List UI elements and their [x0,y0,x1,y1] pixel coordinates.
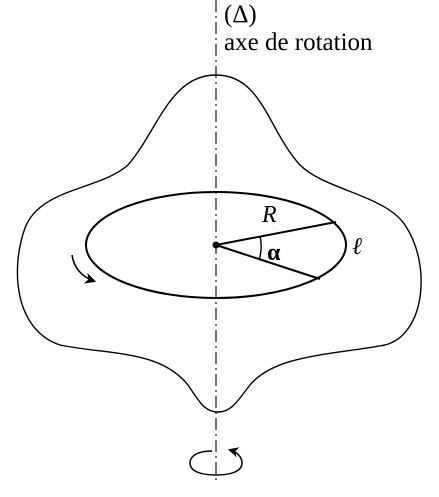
contour-ellipse [85,191,347,299]
curved-arrow-icon [71,254,97,284]
axis-symbol-label: (Δ) [224,1,257,28]
circular-rotation-arrow-icon [189,447,243,476]
solid-outline [16,74,422,413]
radius-line [215,221,337,246]
angle-line [215,244,321,280]
angle-label: α [267,240,281,266]
center-point [212,241,220,249]
radius-label: R [261,202,277,228]
length-label: ℓ [352,234,362,260]
angle-arc [258,235,262,261]
axis-caption-label: axe de rotation [224,29,373,56]
